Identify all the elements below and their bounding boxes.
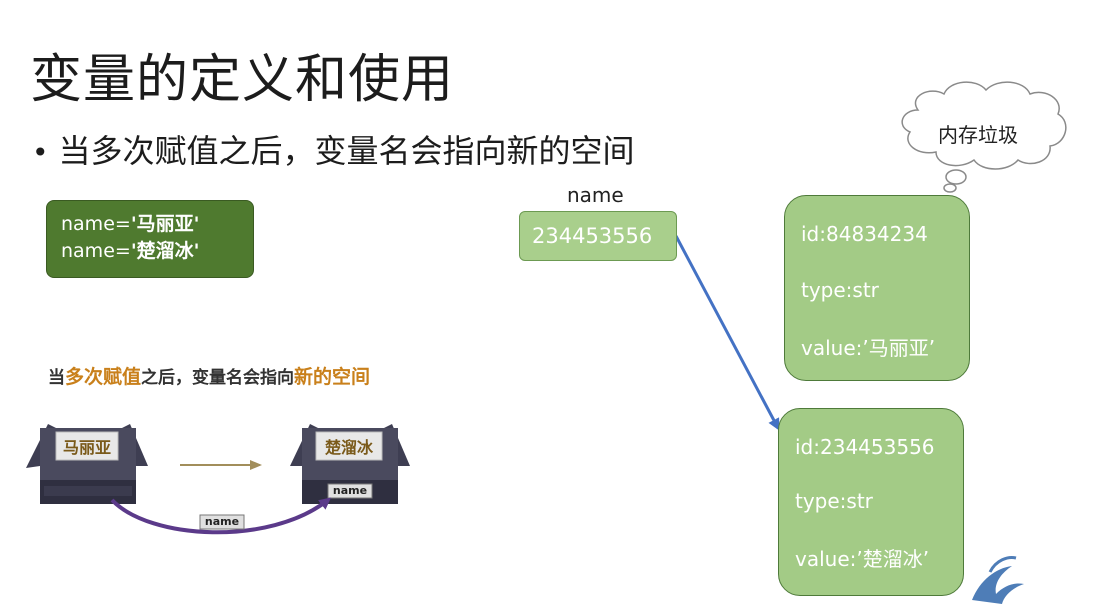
caption-highlight-1: 多次赋值 [65,366,142,388]
caption-part-1: 当 [48,368,65,388]
code-line-2-value: '楚溜冰' [130,240,200,262]
box-left-icon [26,424,148,504]
code-line-2: name='楚溜冰' [61,238,239,265]
garbage-label: 内存垃圾 [938,123,1018,147]
illustration-caption: 当多次赋值之后，变量名会指向新的空间 [48,362,370,389]
memory-block-new: id:234453556 type:str value:’楚溜冰’ [778,408,964,596]
box-right-icon [290,424,410,504]
rebinding-curve-arrow [110,497,332,535]
code-line-2-prefix: name= [61,240,131,262]
caption-highlight-2: 新的空间 [294,366,371,388]
variable-id-box: 234453556 [519,211,677,261]
code-box: name='马丽亚' name='楚溜冰' [46,200,254,278]
memory-old-value: value:’马丽亚’ [801,336,936,360]
variable-name-label: name [567,183,624,207]
bullet-dot-icon: • [32,136,49,169]
box-right-label: 楚溜冰 [324,438,373,457]
tag-right: name [332,484,368,497]
memory-old-type: type:str [801,278,879,302]
tag-bottom: name [204,515,240,528]
memory-new-value: value:’楚溜冰’ [795,547,930,571]
code-line-1: name='马丽亚' [61,211,239,238]
watermark-swirl-icon [972,556,1024,604]
caption-part-3: 之后，变量名会指向 [141,368,295,388]
bullet-text: 当多次赋值之后，变量名会指向新的空间 [58,132,635,170]
slide-title: 变量的定义和使用 [30,50,455,110]
code-line-1-prefix: name= [61,213,131,235]
memory-block-old: id:84834234 type:str value:’马丽亚’ [784,195,970,381]
memory-new-type: type:str [795,489,873,513]
box-left-label: 马丽亚 [62,438,111,457]
memory-old-id: id:84834234 [801,222,928,246]
memory-new-id: id:234453556 [795,435,935,459]
code-line-1-value: '马丽亚' [130,213,200,235]
thought-cloud-icon [901,81,1067,193]
pointer-arrow [674,235,780,431]
bullet-point: • 当多次赋值之后，变量名会指向新的空间 [32,128,635,176]
